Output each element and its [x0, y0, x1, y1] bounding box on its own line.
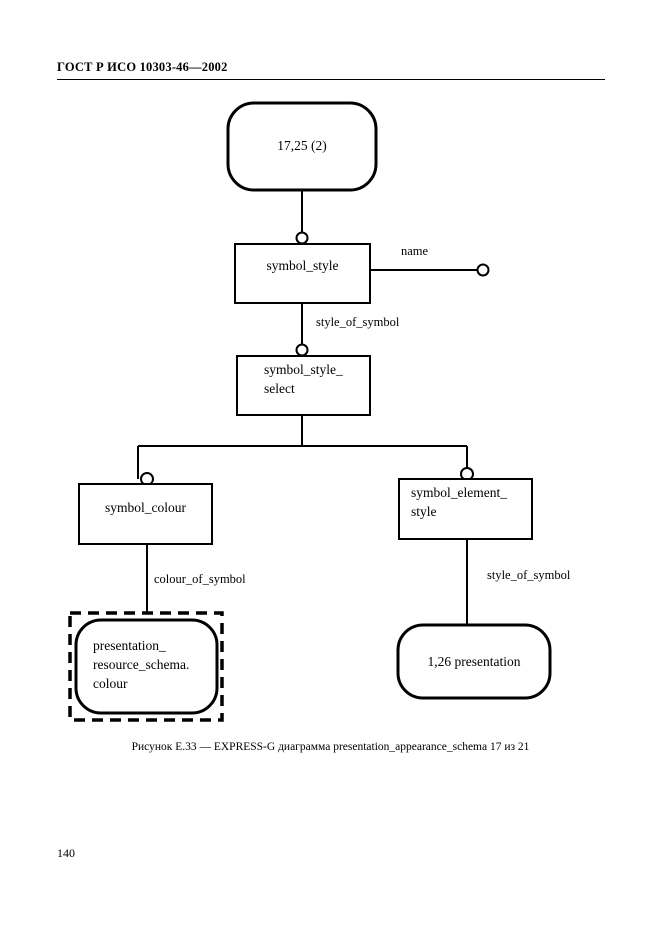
node-box-symbol-style — [234, 243, 371, 304]
page-number: 140 — [57, 846, 75, 860]
relationship-circle-symbol-style-top — [295, 231, 309, 245]
node-label-schema-colour-line1: presentation_ — [93, 638, 166, 653]
header-rule — [57, 79, 605, 80]
attribute-circle-name — [476, 263, 490, 277]
node-rounded-page-ref-presentation — [396, 623, 552, 700]
node-label-schema-colour-line2: resource_schema. — [93, 657, 190, 672]
node-rounded-page-ref-top — [226, 101, 378, 192]
node-label-page-ref-top: 17,25 (2) — [277, 138, 327, 153]
node-box-symbol-element-style — [398, 478, 533, 540]
node-label-page-ref-presentation: 1,26 presentation — [427, 654, 521, 669]
node-label-symbol-style-select-line2: select — [264, 381, 295, 396]
relationship-circle-select-top — [295, 343, 309, 357]
edge-label-name: name — [401, 244, 429, 258]
figure-caption: Рисунок Е.33 — EXPRESS-G диаграмма prese… — [131, 741, 530, 753]
node-label-symbol-style-select-line1: symbol_style_ — [264, 362, 343, 377]
node-rounded-presentation-resource-schema-colour — [74, 618, 219, 715]
node-box-symbol-colour — [78, 483, 213, 545]
node-label-symbol-style: symbol_style — [266, 258, 339, 273]
node-box-symbol-style-select — [236, 355, 371, 416]
dashed-frame-presentation-resource-schema — [68, 611, 224, 722]
node-label-symbol-colour: symbol_colour — [105, 500, 186, 515]
node-label-symbol-element-style-line1: symbol_element_ — [411, 485, 507, 500]
edge-label-colour-of-symbol: colour_of_symbol — [154, 572, 246, 586]
document-header-standard-number: ГОСТ Р ИСО 10303-46—2002 — [57, 60, 228, 74]
edge-label-style-of-symbol-top: style_of_symbol — [316, 315, 400, 329]
edge-label-style-of-symbol-bottom: style_of_symbol — [487, 568, 571, 582]
express-g-diagram — [68, 101, 552, 722]
node-label-symbol-element-style-line2: style — [411, 504, 437, 519]
node-label-schema-colour-line3: colour — [93, 676, 128, 691]
